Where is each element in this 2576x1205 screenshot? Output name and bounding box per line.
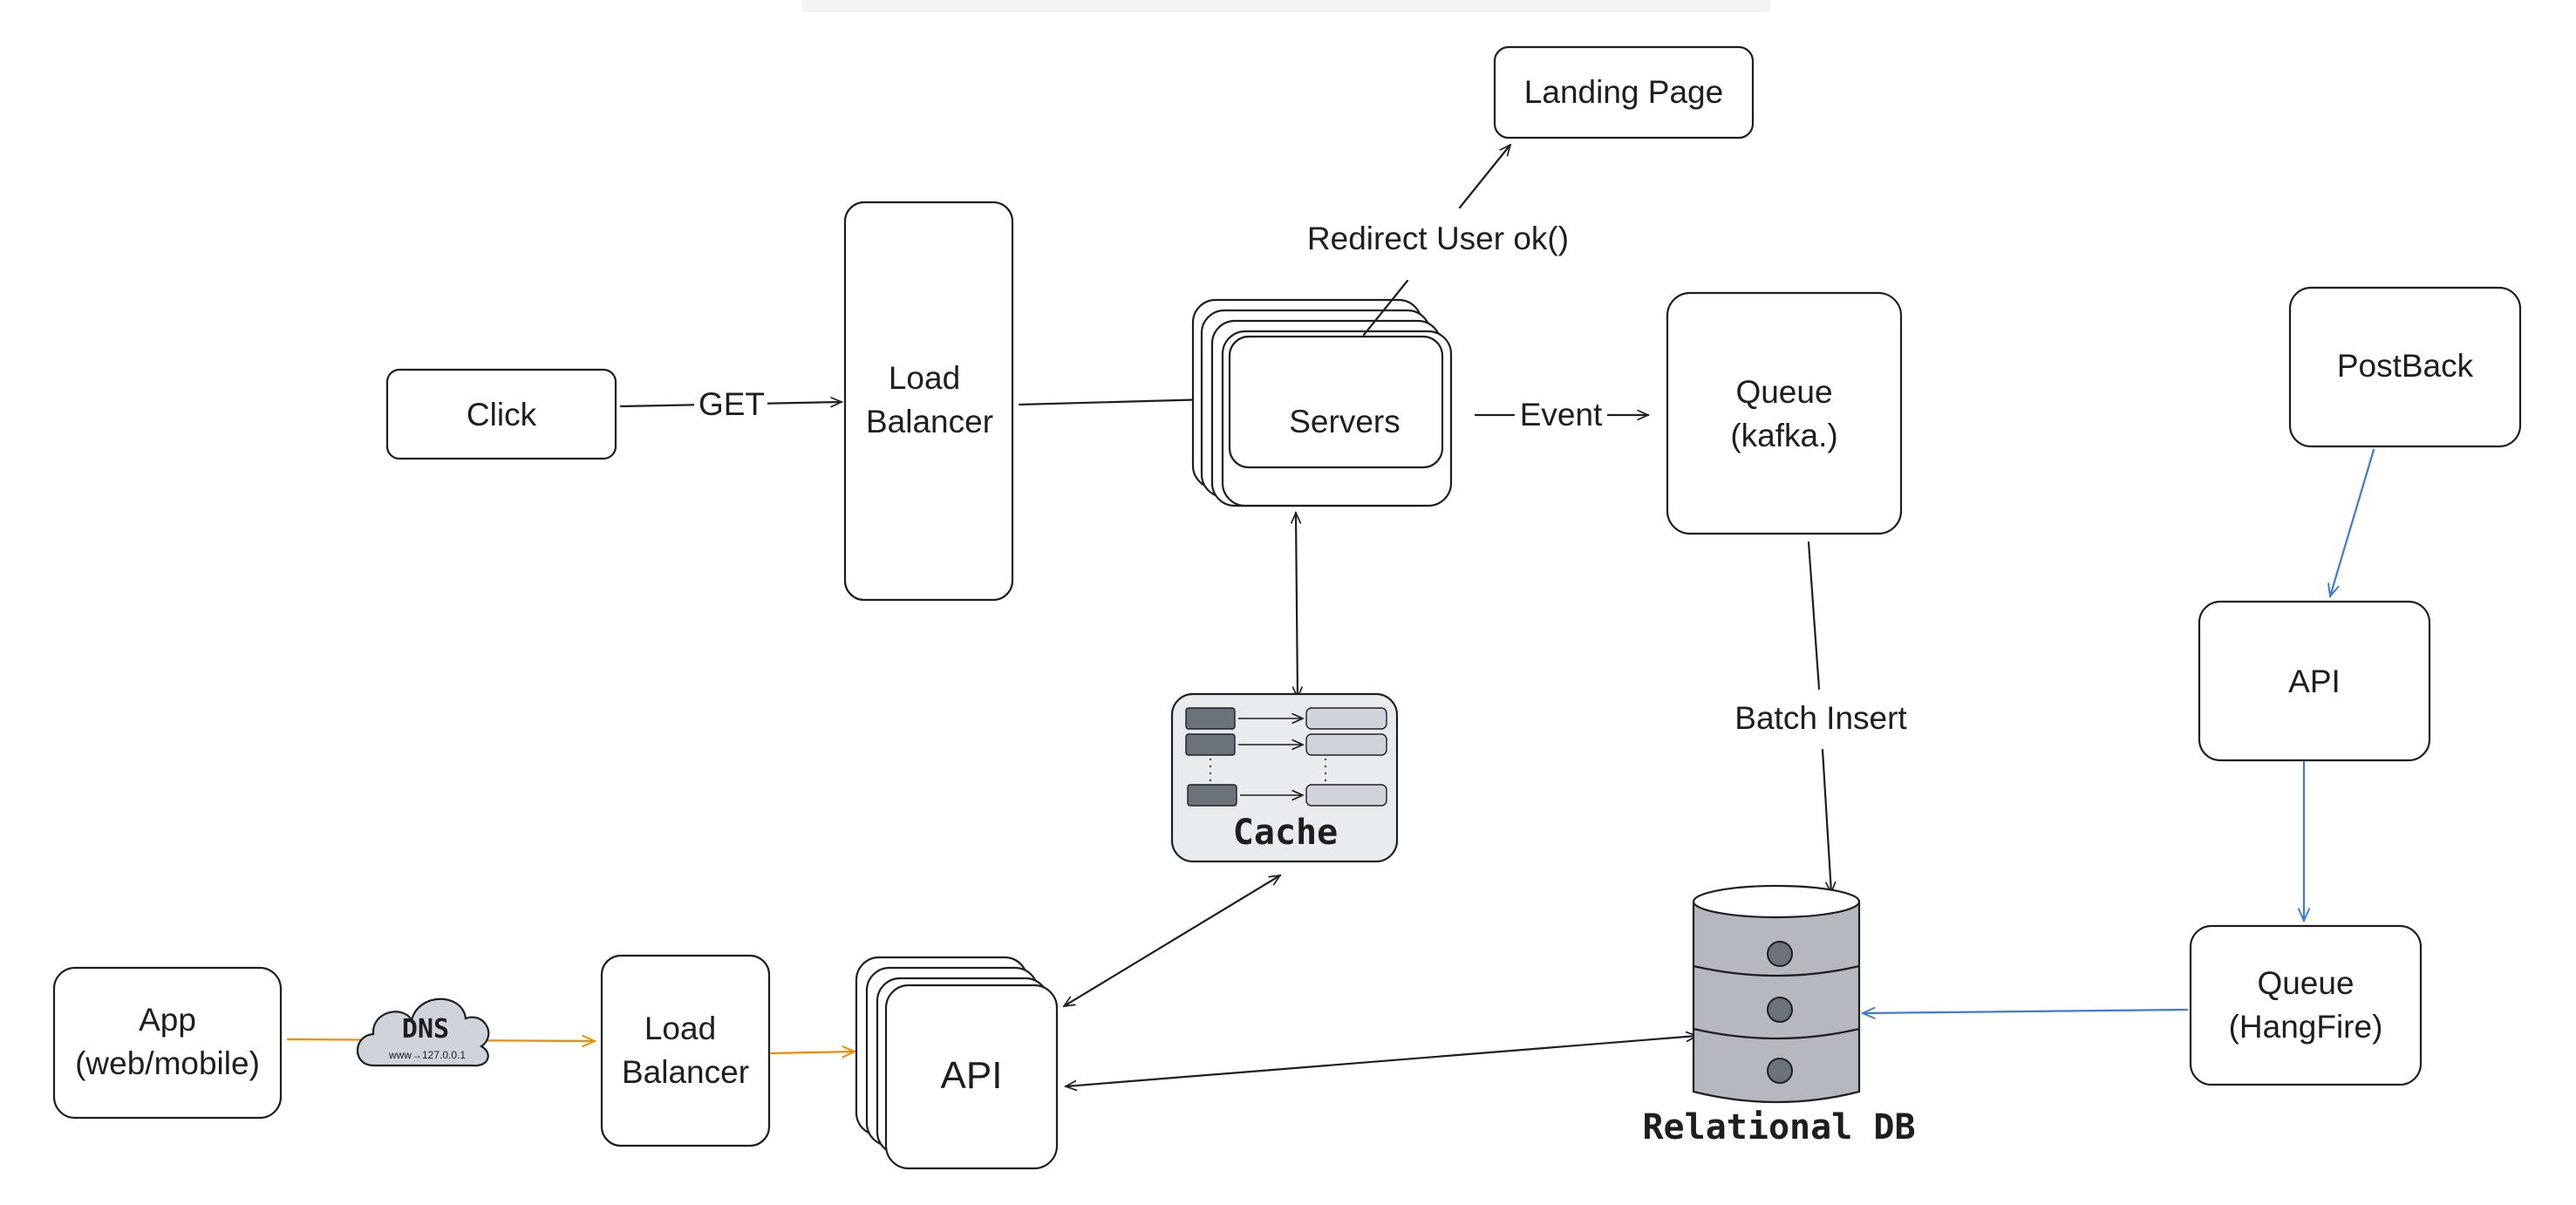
app-label-line2: (web/mobile) [75,1045,260,1081]
app-node[interactable]: App (web/mobile) [52,966,283,1120]
api-db-arrow [1066,1036,1697,1086]
servers-to-landing-arrow [1362,279,1409,337]
lb-top-label-line1: Load [889,360,960,396]
lb-to-servers-arrow [1018,399,1210,406]
queue-kafka-label-line2: (kafka.) [1730,418,1837,453]
api-cache-arrow [1064,874,1280,1008]
servers-cache-arrow [1296,513,1298,698]
landing-page-node[interactable]: Landing Page [1493,45,1755,140]
load-balancer-bottom-node[interactable]: Load Balancer [600,954,771,1147]
postback-label: PostBack [2337,348,2474,384]
lb-bottom-label-line2: Balancer [622,1054,749,1090]
dns-cloud-icon: DNS www→127.0.0.1 [356,997,490,1067]
click-node[interactable]: Click [385,368,617,460]
database-label: Relational DB [1642,1107,1915,1147]
cache-label: Cache [1233,813,1338,853]
event-edge-label: Event [1520,397,1603,432]
load-balancer-top-node[interactable]: Load Balancer [843,201,1014,602]
dns-sub-label: www→127.0.0.1 [388,1049,466,1061]
queue-kafka-label-line1: Queue [1735,374,1832,410]
servers-label: Servers [1289,404,1400,439]
lb-top-label-line2: Balancer [866,404,993,439]
top-shadow-strip [802,0,1770,12]
postback-to-api-arrow [2330,448,2375,596]
click-label: Click [467,397,537,432]
get-edge-label: GET [699,386,765,422]
lb-bottom-label-line1: Load [644,1011,716,1046]
servers-node[interactable]: Servers [1191,298,1453,507]
api-right-node[interactable]: API [2198,600,2431,762]
get-label-bg [694,384,767,422]
postback-node[interactable]: PostBack [2288,286,2522,448]
lb-to-api-arrow [769,1052,855,1053]
queue-hangfire-label-line2: (HangFire) [2229,1009,2383,1045]
queue-to-db-arrow [1807,541,1821,691]
database-node[interactable]: Relational DB [1642,884,1916,1147]
app-label-line1: App [139,1002,196,1038]
api-right-label: API [2288,664,2341,699]
cache-node[interactable]: Cache [1170,692,1399,863]
hangfire-to-db-arrow [1863,1010,2189,1013]
batch-insert-edge-label: Batch Insert [1734,700,1907,736]
api-bottom-label: API [941,1054,1003,1097]
api-bottom-node[interactable]: API [855,956,1059,1170]
redirect-edge-label: Redirect User ok() [1307,221,1569,256]
queue-kafka-node[interactable]: Queue (kafka.) [1666,291,1903,535]
queue-hangfire-label-line1: Queue [2257,965,2354,1001]
dns-label: DNS [402,1014,449,1045]
queue-hangfire-node[interactable]: Queue (HangFire) [2189,924,2423,1086]
landing-page-label: Landing Page [1524,74,1723,110]
